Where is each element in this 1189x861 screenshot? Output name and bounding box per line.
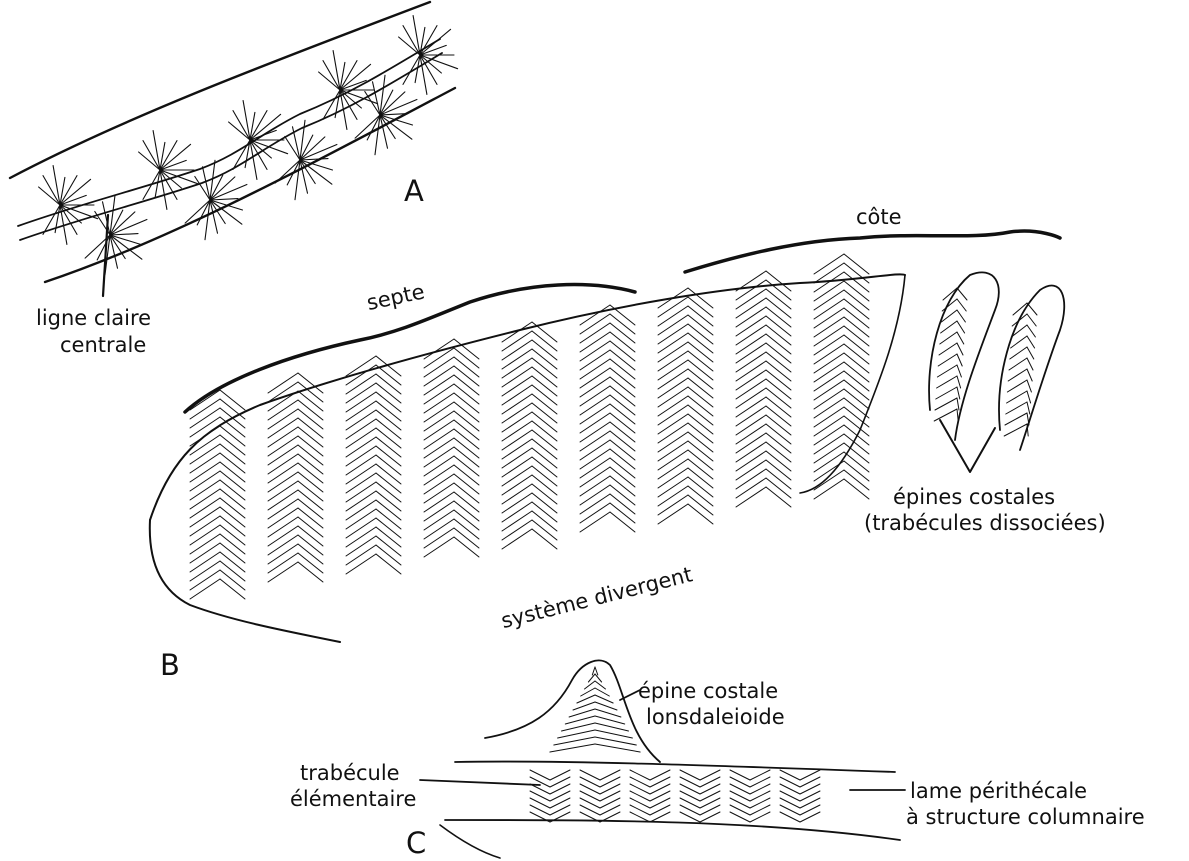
panel-a-drawing — [10, 2, 458, 296]
septe-right-edge — [800, 275, 905, 493]
lame-label-2: à structure columnaire — [906, 804, 1145, 831]
ligne-claire-label-2: centrale — [60, 332, 146, 359]
costal-spine-1 — [929, 272, 999, 440]
epines-costales-label-1: épines costales — [893, 484, 1055, 511]
panel-b-drawing — [150, 231, 1064, 642]
panel-b-letter: B — [160, 652, 180, 679]
spine-outline — [485, 660, 660, 762]
lame-label-1: lame périthécale — [910, 778, 1087, 805]
panel-c-letter: C — [406, 830, 426, 857]
cote-thick-line — [685, 231, 1060, 272]
trabecule-pointer — [420, 780, 540, 785]
lamina-bottom — [445, 820, 900, 840]
panel-b-trabeculae — [190, 254, 869, 599]
cote-label: côte — [856, 204, 902, 231]
epine-costale-label-2: lonsdaleioide — [646, 704, 785, 731]
panel-a-letter: A — [404, 178, 424, 205]
lamina-top — [455, 762, 895, 772]
ligne-claire-label-1: ligne claire — [36, 305, 151, 332]
lamina-lower-left — [440, 825, 500, 858]
epine-costale-label-1: épine costale — [638, 678, 778, 705]
trabecule-label-1: trabécule — [300, 760, 400, 787]
epines-costales-label-2: (trabécules dissociées) — [864, 510, 1106, 537]
trabecule-label-2: élémentaire — [290, 786, 416, 813]
epines-pointer — [940, 420, 995, 472]
